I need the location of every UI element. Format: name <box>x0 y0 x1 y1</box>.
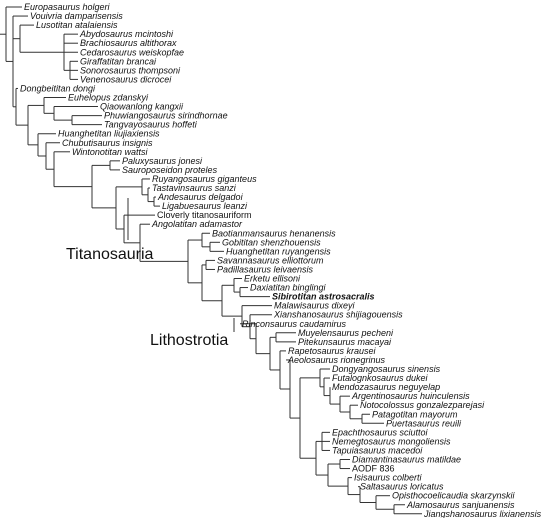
taxon-label: Isisaurus colberti <box>354 473 423 483</box>
taxon-label: Tangvayosaurus hoffeti <box>104 120 198 130</box>
taxon-label: Sonorosaurus thompsoni <box>80 65 181 75</box>
taxon-label: Ruyangosaurus giganteus <box>152 174 257 184</box>
taxon-label: Patagotitan mayorum <box>372 409 458 419</box>
taxon-label: Saltasaurus loricatus <box>360 482 444 492</box>
clade-label-titanosauria: Titanosauria <box>66 246 154 263</box>
taxon-label: Jiangshanosaurus lixianensis <box>423 509 542 518</box>
taxon-label: Giraffatitan brancai <box>80 56 157 66</box>
taxon-label: Rapetosaurus krausei <box>288 346 377 356</box>
taxon-label: Venenosaurus dicrocei <box>80 74 172 84</box>
taxon-label: Wintonotitan wattsi <box>72 147 148 157</box>
taxon-label: Argentinosaurus huinculensis <box>351 391 470 401</box>
tree-branches <box>0 6 422 515</box>
taxon-label: Cedarosaurus weiskopfae <box>80 47 184 57</box>
taxon-label: Baotianmansaurus henanensis <box>212 228 336 238</box>
taxon-label: Cloverly titanosauriform <box>157 210 252 220</box>
taxon-label: Mendozasaurus neguyelap <box>332 382 440 392</box>
taxon-label: Gobititan shenzhouensis <box>222 237 321 247</box>
taxon-label: Alamosaurus sanjuanensis <box>406 500 515 510</box>
taxon-label: Padillasaurus leivaensis <box>217 264 314 274</box>
taxon-label: Savannasaurus elliottorum <box>217 255 324 265</box>
taxon-label: AODF 836 <box>352 464 395 474</box>
taxon-label: Aeolosaurus rionegrinus <box>287 355 386 365</box>
taxon-label: Daxiatitan binglingi <box>250 283 327 293</box>
taxon-label: Ligabuesaurus leanzi <box>162 201 248 211</box>
taxon-label: Euhelopus zdanskyi <box>68 93 149 103</box>
taxon-label: Notocolossus gonzalezparejasi <box>360 400 485 410</box>
taxon-label: Abydosaurus mcintoshi <box>79 29 174 39</box>
taxon-label: Xianshanosaurus shijiagouensis <box>273 310 403 320</box>
taxon-label: Futalognkosaurus dukei <box>332 373 429 383</box>
taxon-label: Huanghetitan ruyangensis <box>226 246 331 256</box>
taxon-label: Puertasaurus reuili <box>386 418 462 428</box>
taxon-label: Andesaurus delgadoi <box>157 192 244 202</box>
taxon-label: Diamantinasaurus matildae <box>352 455 461 465</box>
taxon-label: Brachiosaurus altithorax <box>80 38 177 48</box>
taxon-label: Vouivria damparisensis <box>30 11 123 21</box>
taxon-label: Malawisaurus dixeyi <box>274 301 356 311</box>
taxon-label: Opisthocoelicaudia skarzynskii <box>392 491 516 501</box>
taxon-label: Rinconsaurus caudamirus <box>242 319 347 329</box>
taxon-label: Tastavinsaurus sanzi <box>152 183 237 193</box>
taxon-label: Sauroposeidon proteles <box>122 165 218 175</box>
clade-label-lithostrotia: Lithostrotia <box>150 332 228 349</box>
taxon-label: Chubutisaurus insignis <box>62 138 153 148</box>
taxon-label: Nemegtosaurus mongoliensis <box>332 436 451 446</box>
taxon-label: Europasaurus holgeri <box>24 2 111 12</box>
taxon-label: Angolatitan adamastor <box>151 219 243 229</box>
taxon-label: Sibirotitan astrosacralis <box>272 292 375 302</box>
taxon-label: Phuwiangosaurus sirindhornae <box>104 111 228 121</box>
taxon-label: Erketu ellisoni <box>244 274 301 284</box>
taxon-label: Paluxysaurus jonesi <box>122 156 203 166</box>
taxon-label: Dongyangosaurus sinensis <box>332 364 441 374</box>
taxon-label: Dongbeititan dongi <box>20 83 96 93</box>
taxon-label: Muyelensaurus pecheni <box>298 328 394 338</box>
taxon-label: Qiaowanlong kangxii <box>100 102 184 112</box>
taxon-label: Pitekunsaurus macayai <box>298 337 392 347</box>
taxon-label: Lusotitan atalaiensis <box>36 20 118 30</box>
taxon-label: Tapuiasaurus macedoi <box>332 445 423 455</box>
taxon-label: Epachthosaurus sciuttoi <box>332 427 429 437</box>
taxon-label: Huanghetitan liujiaxiensis <box>58 129 160 139</box>
